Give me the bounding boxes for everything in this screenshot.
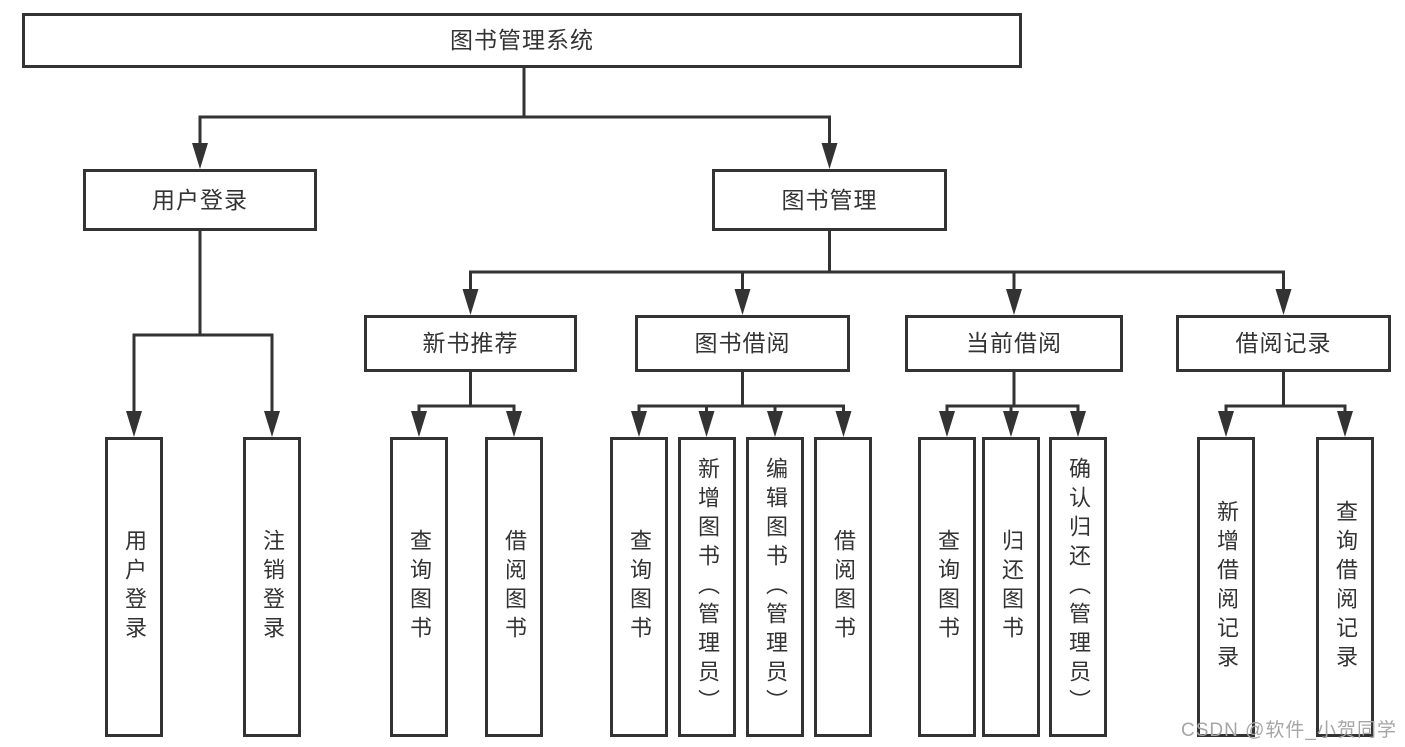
leaf-logout-label: 注销登录 [260, 529, 285, 645]
node-borrowing-records-label: 借阅记录 [1235, 330, 1332, 356]
leaf-query-books-recommend-label: 查询图书 [407, 529, 432, 645]
node-book-borrowing: 图书借阅 [635, 315, 850, 372]
leaf-query-books-borrowing: 查询图书 [610, 437, 668, 737]
leaf-confirm-return-admin: 确认归还（管理员） [1049, 437, 1107, 737]
node-root-label: 图书管理系统 [450, 27, 594, 53]
leaf-query-books-current-label: 查询图书 [935, 529, 960, 645]
leaf-add-borrow-record-label: 新增借阅记录 [1214, 500, 1239, 674]
leaf-query-borrow-record: 查询借阅记录 [1316, 437, 1374, 737]
node-book-management: 图书管理 [712, 169, 947, 231]
node-new-book-recommend: 新书推荐 [364, 315, 577, 372]
leaf-return-books-label: 归还图书 [999, 529, 1024, 645]
leaf-query-books-current: 查询图书 [918, 437, 976, 737]
node-borrowing-records: 借阅记录 [1176, 315, 1391, 372]
leaf-logout: 注销登录 [243, 437, 301, 737]
leaf-edit-books-admin-label: 编辑图书（管理员） [763, 456, 788, 718]
leaf-borrow-books-recommend-label: 借阅图书 [502, 529, 527, 645]
leaf-add-borrow-record: 新增借阅记录 [1197, 437, 1255, 737]
leaf-confirm-return-admin-label: 确认归还（管理员） [1066, 456, 1091, 718]
leaf-user-login: 用户登录 [105, 437, 163, 737]
node-root-system: 图书管理系统 [22, 13, 1022, 68]
arrowheads [126, 143, 1353, 437]
node-current-borrowing-label: 当前借阅 [966, 330, 1062, 356]
leaf-return-books: 归还图书 [982, 437, 1040, 737]
csdn-watermark: CSDN @软件_小贺同学 [1181, 720, 1397, 741]
leaf-borrow-books-recommend: 借阅图书 [485, 437, 543, 737]
leaf-edit-books-admin: 编辑图书（管理员） [746, 437, 804, 737]
leaf-borrow-books: 借阅图书 [814, 437, 872, 737]
node-current-borrowing: 当前借阅 [905, 315, 1123, 372]
leaf-borrow-books-label: 借阅图书 [831, 529, 856, 645]
node-book-management-label: 图书管理 [781, 186, 878, 213]
node-user-login: 用户登录 [83, 169, 317, 231]
node-new-book-recommend-label: 新书推荐 [422, 330, 519, 356]
leaf-query-books-recommend: 查询图书 [390, 437, 448, 737]
node-user-login-label: 用户登录 [152, 186, 248, 213]
leaf-query-borrow-record-label: 查询借阅记录 [1333, 500, 1358, 674]
leaf-user-login-label: 用户登录 [122, 529, 147, 645]
leaf-add-books-admin-label: 新增图书（管理员） [695, 456, 720, 718]
leaf-add-books-admin: 新增图书（管理员） [678, 437, 736, 737]
node-book-borrowing-label: 图书借阅 [694, 330, 791, 356]
leaf-query-books-borrowing-label: 查询图书 [627, 529, 652, 645]
